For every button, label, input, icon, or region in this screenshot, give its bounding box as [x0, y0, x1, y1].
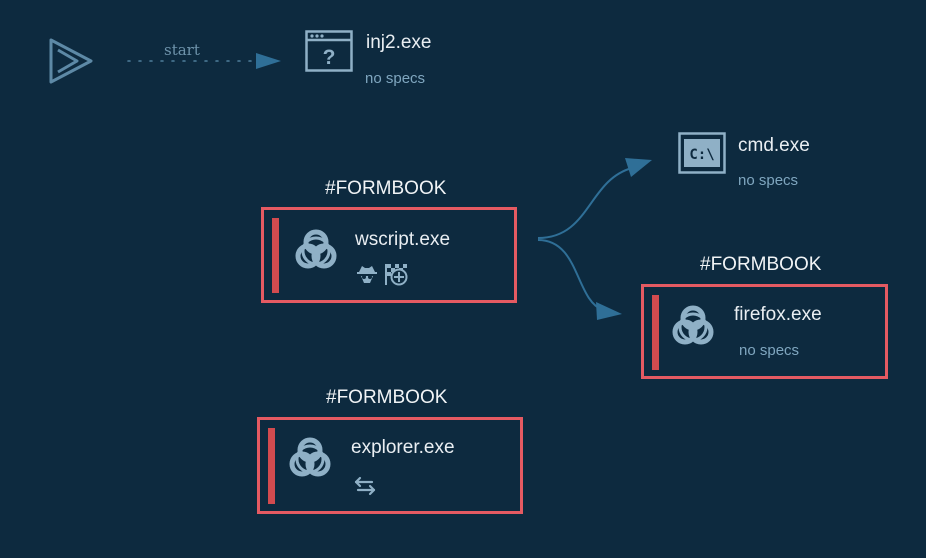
- process-spec: no specs: [739, 342, 800, 359]
- biohazard-icon: [672, 305, 714, 345]
- process-name: cmd.exe: [738, 135, 810, 156]
- process-node-firefox[interactable]: firefox.exe no specs: [641, 284, 888, 379]
- biohazard-icon: [295, 229, 337, 269]
- biohazard-icon: [289, 437, 331, 477]
- console-icon: C:\: [678, 132, 726, 174]
- malicious-indicator-bar: [268, 428, 275, 504]
- svg-text:C:\: C:\: [689, 147, 714, 163]
- process-name: firefox.exe: [734, 304, 822, 325]
- exchange-arrows-icon: [354, 476, 376, 496]
- threat-tag: #FORMBOOK: [700, 254, 822, 275]
- threat-tag: #FORMBOOK: [326, 387, 448, 408]
- malicious-indicator-bar: [272, 218, 279, 293]
- process-name: wscript.exe: [355, 229, 451, 250]
- svg-text:?: ?: [323, 46, 336, 69]
- process-name: explorer.exe: [351, 437, 455, 458]
- process-node-cmd[interactable]: C:\ cmd.exe no specs: [676, 130, 816, 192]
- connector-wscript-cmd: [537, 158, 652, 239]
- play-icon: [49, 38, 93, 84]
- process-name: inj2.exe: [366, 32, 432, 53]
- spy-icon: [357, 266, 377, 283]
- start-connector: [127, 53, 281, 69]
- process-spec: no specs: [365, 70, 426, 87]
- process-node-inj2[interactable]: ? inj2.exe no specs: [304, 28, 444, 90]
- process-node-wscript[interactable]: wscript.exe: [261, 207, 517, 303]
- unknown-window-icon: ?: [305, 30, 353, 72]
- start-node: [44, 36, 96, 86]
- threat-tag: #FORMBOOK: [325, 178, 447, 199]
- process-node-explorer[interactable]: explorer.exe: [257, 417, 523, 514]
- connector-wscript-firefox: [537, 239, 622, 320]
- network-flag-icon: [385, 264, 408, 286]
- start-label: start: [164, 41, 200, 59]
- malicious-indicator-bar: [652, 295, 659, 370]
- process-spec: no specs: [738, 172, 799, 189]
